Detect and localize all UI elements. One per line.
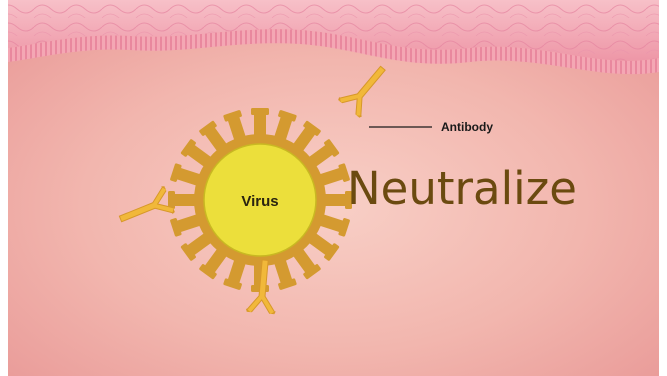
neutralize-title: Neutralize (347, 162, 577, 215)
antibody-label: Antibody (441, 120, 493, 134)
virus-label: Virus (241, 193, 278, 210)
